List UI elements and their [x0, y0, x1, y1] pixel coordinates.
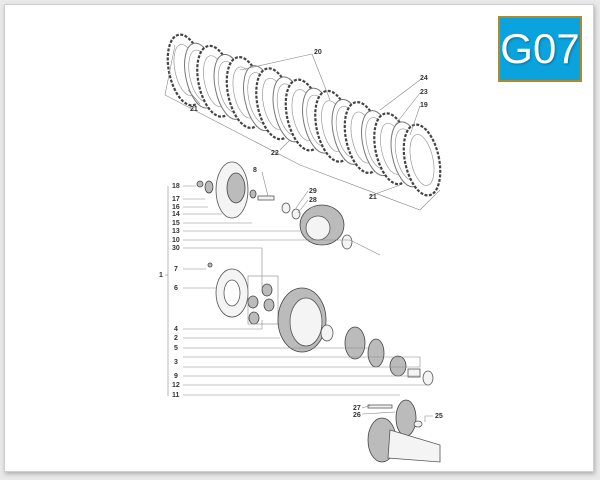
spring: [204, 180, 214, 194]
damper-spring: [248, 311, 260, 325]
clutch-basket: [289, 297, 323, 347]
primary-gear: [344, 326, 366, 360]
callout-labels: 20 24 23 19 21 22 21 8 29 28 18 17 16 14…: [159, 49, 443, 420]
callout-7: 7: [174, 266, 178, 273]
damper-plate-hole: [223, 279, 241, 307]
callout-22: 22: [271, 150, 279, 157]
damper-spring: [247, 295, 259, 309]
callout-15: 15: [172, 220, 180, 227]
callout-25: 25: [435, 413, 443, 420]
friction-plate: [402, 123, 442, 197]
callout-21: 21: [369, 194, 377, 201]
pin: [207, 262, 213, 268]
spring-group-bracket: [247, 275, 279, 325]
callout-26: 26: [353, 412, 361, 419]
hub-center: [305, 215, 331, 241]
callout-29: 29: [309, 188, 317, 195]
spring-cluster: [226, 172, 246, 204]
gear: [367, 338, 385, 368]
leader-lines: [164, 44, 441, 422]
nut: [281, 202, 291, 214]
damper-spring: [263, 298, 275, 312]
callout-8: 8: [253, 167, 257, 174]
callout-16: 16: [172, 204, 180, 211]
washer: [291, 208, 301, 220]
callout-17: 17: [172, 196, 180, 203]
thrust-washer: [341, 234, 353, 250]
leader-line: [183, 356, 421, 368]
damper-spring: [261, 283, 273, 297]
callout-9: 9: [174, 373, 178, 380]
callout-27: 27: [353, 405, 361, 412]
clutch-plates: [166, 33, 442, 197]
callout-19: 19: [420, 102, 428, 109]
needle-bearing: [389, 355, 407, 377]
washer: [422, 370, 434, 386]
callout-21: 21: [190, 106, 198, 113]
callout-24: 24: [420, 75, 428, 82]
callout-2: 2: [174, 335, 178, 342]
clutch-parts: [196, 161, 441, 463]
crankshaft: [387, 429, 441, 463]
leader-line: [164, 44, 441, 422]
callout-13: 13: [172, 228, 180, 235]
bolt: [367, 404, 393, 409]
bushing: [407, 368, 421, 378]
bearing: [249, 189, 257, 199]
callout-11: 11: [172, 392, 180, 399]
callout-28: 28: [309, 197, 317, 204]
callout-3: 3: [174, 359, 178, 366]
callout-23: 23: [420, 89, 428, 96]
callout-20: 20: [314, 49, 322, 56]
bushing: [413, 420, 423, 428]
callout-5: 5: [174, 345, 178, 352]
callout-30: 30: [172, 245, 180, 252]
pushrod: [257, 195, 275, 201]
callout-18: 18: [172, 183, 180, 190]
leader-line: [183, 185, 430, 396]
drive-gear: [395, 399, 417, 437]
section-badge: G07: [498, 16, 582, 82]
callout-12: 12: [172, 382, 180, 389]
bolt: [196, 180, 204, 188]
callout-4: 4: [174, 326, 178, 333]
plate-inner-edge: [409, 134, 435, 186]
o-ring: [320, 324, 334, 342]
callout-1: 1: [159, 272, 163, 279]
callout-6: 6: [174, 285, 178, 292]
callout-14: 14: [172, 211, 180, 218]
callout-10: 10: [172, 237, 180, 244]
